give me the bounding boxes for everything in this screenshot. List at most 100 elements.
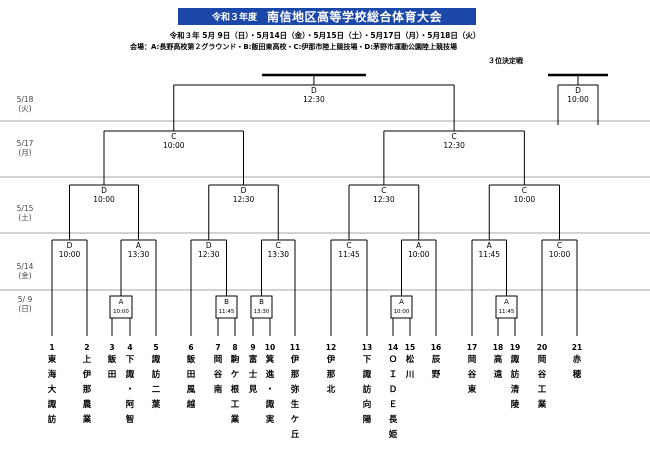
team-number: 14 [387, 343, 399, 352]
round-label: 5/15(土) [16, 204, 34, 222]
team-number: 10 [264, 343, 276, 352]
team-name-char: 長 [388, 415, 398, 425]
team-name: 飯田風越 [183, 353, 199, 413]
team-number: 16 [430, 343, 442, 352]
venue-list: 会場：A:長野高校第２グラウンド・B:飯田東高校・C:伊那市陸上競技場・D:茅野… [130, 43, 458, 51]
team-number: 18 [492, 343, 504, 352]
team-name-char: 飯 [107, 355, 117, 365]
team-name-char: 岡 [213, 355, 223, 365]
match-venue: D [206, 241, 212, 250]
team-name: 飯田 [104, 353, 120, 383]
team-name-char: 葉 [151, 400, 161, 410]
team-name-char: 東 [467, 385, 477, 395]
schedule-dates: 令和３年 5月 9日（日）・5月14日（金）・5月15日（土）・5月17日（月）… [169, 31, 481, 40]
team-name-char: 高 [493, 355, 503, 365]
team-name-char: 辰 [431, 355, 441, 365]
team-number: 4 [127, 343, 133, 352]
match-venue: A [399, 298, 404, 306]
team-name-char: 那 [290, 370, 300, 380]
team-name-char: 姫 [388, 430, 398, 440]
team-name-char: 川 [405, 370, 415, 380]
match-venue: D [101, 186, 107, 195]
team-name-char: 伊 [326, 355, 336, 365]
team-name-char: 富 [248, 355, 258, 365]
match-venue: C [276, 241, 281, 250]
match-venue: C [381, 186, 386, 195]
team-number: 8 [232, 343, 238, 352]
team-name: 箕進・諏実 [262, 353, 278, 428]
team-name: 岡谷東 [464, 353, 480, 398]
team-name-char: 赤 [572, 355, 582, 365]
team-number: 15 [404, 343, 416, 352]
team-name-char: ・ [125, 385, 135, 395]
team-name-char: 伊 [82, 370, 92, 380]
team-name-char: 松 [405, 355, 415, 365]
team-name-char: 谷 [467, 370, 477, 380]
team-name-char: 下 [125, 355, 135, 365]
team-name-char: Ｅ [388, 400, 398, 410]
match-venue: C [557, 241, 562, 250]
team-name-char: 田 [186, 370, 196, 380]
match-time: 10:00 [567, 95, 589, 104]
team-name-char: 智 [125, 415, 135, 425]
team-number: 3 [109, 343, 115, 352]
match-time: 10:00 [59, 250, 81, 259]
team-name: 下諏訪向陽 [359, 353, 375, 428]
match-venue: D [311, 86, 317, 95]
match-time: 11:45 [499, 309, 515, 315]
team-number: 20 [536, 343, 548, 352]
match-venue: A [416, 241, 422, 250]
round-label: 5/17(月) [16, 139, 34, 157]
team-name: 上伊那農業 [79, 353, 95, 428]
team-name-char: 農 [82, 400, 92, 410]
team-name-char: 伊 [290, 355, 300, 365]
team-number: 12 [325, 343, 337, 352]
match-venue: C [452, 132, 457, 141]
team-number: 21 [571, 343, 583, 352]
match-venue: C [346, 241, 351, 250]
match-venue: A [119, 298, 124, 306]
match-time: 12:30 [198, 250, 220, 259]
team-name-char: 進 [265, 370, 275, 380]
team-name-char: 那 [82, 385, 92, 395]
team-name-char: 諏 [47, 400, 57, 410]
team-name-char: Ｏ [388, 355, 398, 365]
team-name-char: 諏 [510, 355, 520, 365]
team-name: 伊那北 [323, 353, 339, 398]
team-name: 諏訪二葉 [148, 353, 164, 413]
team-name-char: 訪 [47, 415, 57, 425]
team-name-char: 根 [230, 385, 240, 395]
team-name-char: 工 [230, 400, 240, 410]
team-name-char: 業 [537, 400, 547, 410]
team-name-char: Ｉ [388, 370, 398, 380]
team-name-char: 向 [362, 400, 372, 410]
match-venue: C [522, 186, 527, 195]
team-name-char: 訪 [510, 370, 520, 380]
match-venue: D [241, 186, 247, 195]
team-name: 高遠 [490, 353, 506, 383]
team-name-char: 清 [510, 385, 520, 395]
match-time: 12:30 [443, 141, 465, 150]
team-number: 9 [250, 343, 256, 352]
team-name: 岡谷工業 [534, 353, 550, 413]
team-name-char: 岡 [467, 355, 477, 365]
match-venue: B [224, 298, 229, 306]
match-time: 12:30 [373, 195, 395, 204]
team-name-char: 下 [362, 355, 372, 365]
team-name-char: 南 [213, 385, 223, 395]
team-name: 駒ケ根工業 [227, 353, 243, 428]
match-time: 10:00 [514, 195, 536, 204]
match-time: 11:45 [219, 309, 235, 315]
team-name-char: Ｄ [388, 385, 398, 395]
team-name-char: 遠 [493, 370, 503, 380]
team-name-char: 上 [82, 355, 92, 365]
